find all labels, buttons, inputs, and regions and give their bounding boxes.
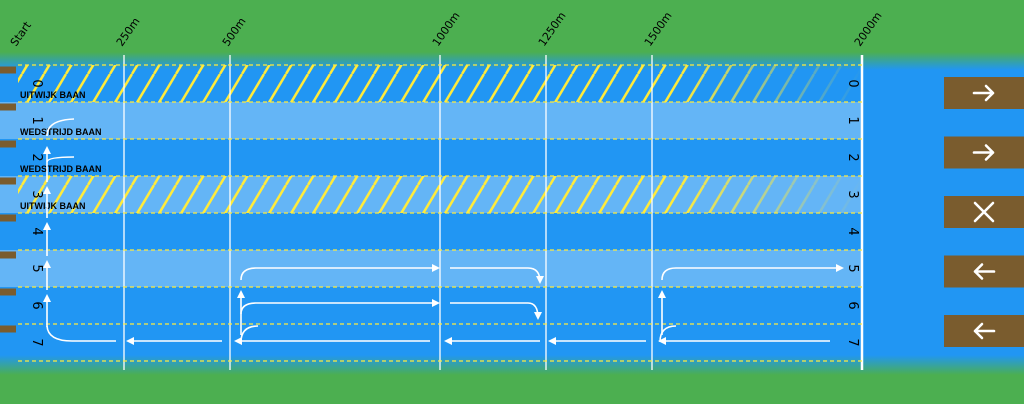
flow-arrow (661, 264, 844, 281)
arrow-right-icon (972, 84, 995, 102)
lane-number-start: 1 (29, 116, 44, 124)
lane-number-start: 5 (29, 264, 44, 272)
flow-arrow (46, 325, 116, 342)
lane-label: UITWIJK BAAN (20, 201, 86, 211)
lane-label: UITWIJK BAAN (20, 90, 86, 100)
flow-arrow (450, 267, 544, 284)
signal-board (944, 315, 1024, 347)
lane-number-finish: 1 (845, 116, 860, 124)
lane-labels: UITWIJK BAAN WEDSTRIJD BAAN WEDSTRIJD BAAN… (20, 90, 102, 211)
flow-arrow (240, 325, 259, 343)
cross-icon (973, 201, 995, 223)
flow-arrow (46, 118, 75, 137)
start-pontoon (0, 214, 16, 222)
lane-number-finish: 0 (845, 79, 860, 87)
arrow-right-icon (972, 144, 995, 161)
lane-fade (650, 102, 862, 139)
shore-bottom (0, 355, 1024, 375)
traffic-flow-arrows (43, 118, 844, 345)
start-pontoon (0, 288, 16, 296)
signal-board (944, 255, 1024, 288)
lane-numbers: 0 0 1 1 2 2 3 3 4 4 5 5 6 6 7 7 (29, 79, 860, 346)
lane-number-start: 6 (29, 301, 44, 309)
signal-board (944, 136, 1024, 169)
start-pontoons (0, 66, 16, 333)
lane-label: WEDSTRIJD BAAN (20, 127, 102, 137)
start-pontoon (0, 251, 16, 259)
lane-number-start: 4 (29, 227, 44, 235)
start-pontoon (0, 325, 16, 333)
flow-arrow (240, 299, 440, 315)
buoy-lines (18, 64, 862, 362)
start-pontoon (0, 103, 16, 111)
lane-number-finish: 7 (845, 338, 860, 346)
arrow-left-icon (973, 322, 996, 340)
lane-number-start: 0 (29, 79, 44, 87)
start-pontoon (0, 66, 16, 74)
lane-number-start: 7 (29, 338, 44, 346)
lane-number-start: 3 (29, 190, 44, 198)
lane-label: WEDSTRIJD BAAN (20, 164, 102, 174)
signal-board (944, 77, 1024, 109)
lane-number-finish: 2 (845, 153, 860, 161)
start-pontoon (0, 140, 16, 148)
lane-number-finish: 4 (845, 227, 860, 235)
signal-boards (944, 77, 1024, 347)
lane-number-finish: 6 (845, 301, 860, 309)
arrow-left-icon (973, 263, 996, 280)
signal-board (944, 196, 1024, 228)
flow-arrow (659, 325, 677, 343)
flow-arrow (46, 156, 75, 163)
lane-number-finish: 3 (845, 190, 860, 198)
flow-arrow (450, 302, 542, 320)
lane-number-start: 2 (29, 153, 44, 161)
lane-number-finish: 5 (845, 264, 860, 272)
flow-arrow (240, 264, 440, 281)
start-pontoon (0, 177, 16, 185)
